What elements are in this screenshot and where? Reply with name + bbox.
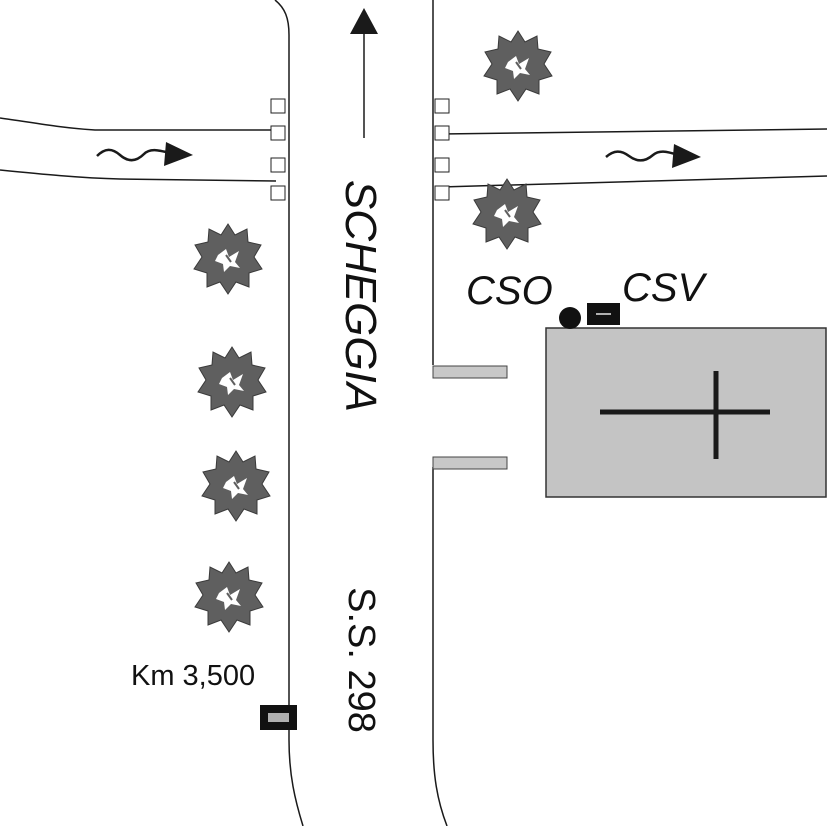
road-edge-left: [274, 0, 304, 826]
filled-circle-icon: [559, 307, 581, 329]
wavy-arrow-icon: [605, 144, 701, 168]
tree-icon: [483, 30, 553, 102]
milestone-icon: [260, 705, 297, 730]
tree-icon: [197, 346, 267, 418]
north-arrow-icon: [350, 8, 378, 138]
gate-bottom: [432, 456, 508, 470]
culvert-left: [270, 98, 286, 201]
wavy-arrow-icon: [96, 142, 193, 166]
tree-icon: [194, 561, 264, 633]
tree-icon: [472, 178, 542, 250]
road-edge-right: [432, 0, 448, 826]
road-code-label: S.S. 298: [340, 587, 382, 733]
culvert-right: [434, 98, 450, 201]
filled-rectangle-icon: [587, 303, 620, 325]
cso-label: CSO: [466, 269, 553, 313]
tree-icon: [193, 223, 263, 295]
canal-left-bottom: [0, 169, 277, 182]
canal-left-top: [0, 117, 276, 131]
csv-label: CSV: [622, 266, 708, 310]
canal-right-bottom: [440, 175, 827, 188]
tree-icon: [201, 450, 271, 522]
km-marker-label: Km 3,500: [131, 660, 255, 692]
road-name-label: SCHEGGIA: [336, 180, 385, 412]
gate-top: [432, 365, 508, 379]
canal-right-top: [440, 128, 827, 135]
cross-icon: [600, 371, 770, 459]
